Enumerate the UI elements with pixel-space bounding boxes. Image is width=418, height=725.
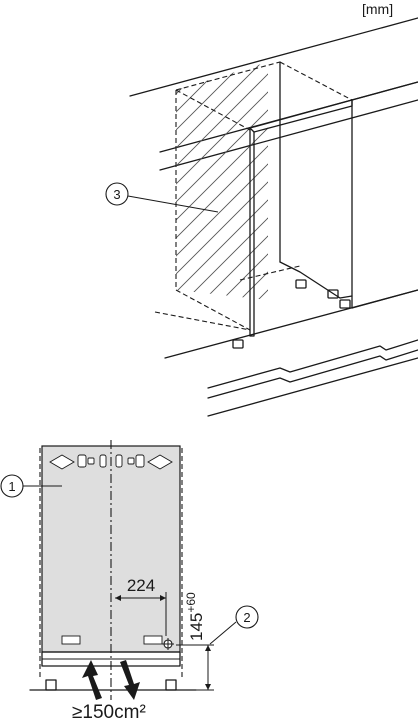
- callout-2: [235, 605, 259, 629]
- bottom-slot-right: [143, 635, 163, 645]
- callout-2-label: 2: [243, 610, 250, 625]
- dimension-width: 224: [127, 576, 155, 595]
- ventilation-label: ≥150cm²: [72, 702, 146, 720]
- bottom-slot-left: [61, 635, 81, 645]
- airflow-arrows: [82, 660, 140, 700]
- appliance-front-view: 224 145+60 1 2 ≥150cm²: [0, 440, 259, 723]
- appliance-feet: [232, 279, 351, 349]
- callout-3-label: 3: [113, 187, 120, 202]
- niche-3d-view: 3: [105, 17, 418, 417]
- dimension-height: 145+60: [184, 592, 206, 641]
- top-hinges: [49, 454, 173, 470]
- callout-3: [105, 182, 129, 206]
- callout-1-label: 1: [8, 479, 15, 494]
- niche-hatching: [176, 62, 268, 300]
- unit-label: [mm]: [362, 1, 393, 17]
- callout-1: [0, 474, 24, 498]
